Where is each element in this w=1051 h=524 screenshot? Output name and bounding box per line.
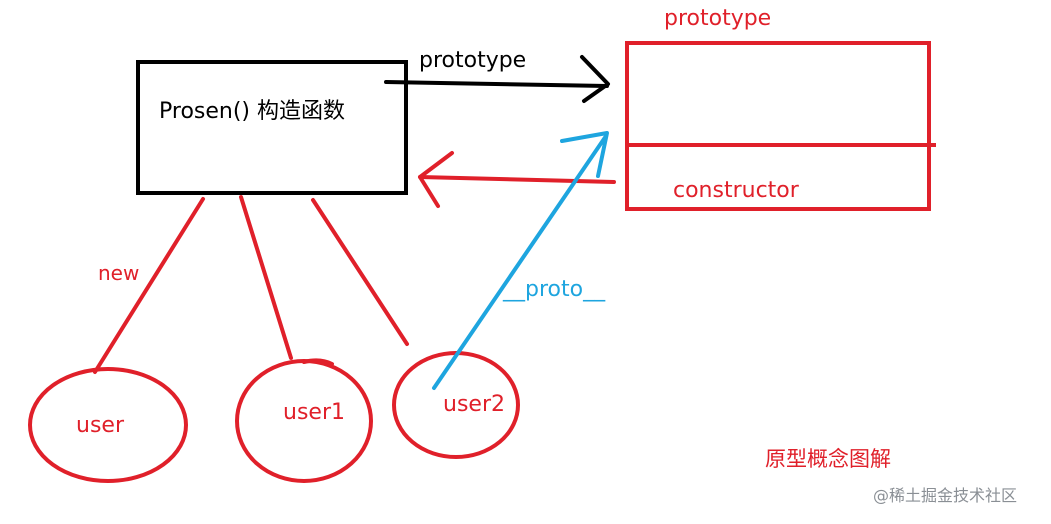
instance-user1-label: user1: [283, 400, 345, 425]
diagram-caption: 原型概念图解: [765, 447, 891, 471]
instance-user-label: user: [76, 413, 124, 438]
instance-user2-label: user2: [443, 392, 505, 417]
new-line-user: [93, 197, 205, 374]
new-label: new: [98, 261, 140, 285]
new-line-user1: [239, 195, 293, 360]
prototype-object-title: prototype: [664, 6, 772, 31]
proto-arrow-head: [560, 131, 609, 178]
constructor-box: [136, 60, 408, 195]
watermark: @稀土掘金技术社区: [873, 486, 1018, 505]
prototype-object-constructor-field: constructor: [673, 178, 799, 203]
new-line-user2: [311, 198, 409, 346]
prototype-arrow-head: [580, 55, 610, 103]
constructor-box-label: Prosen() 构造函数: [159, 99, 346, 124]
proto-arrow-shaft: [432, 134, 608, 390]
constructor-arrow-head: [418, 151, 454, 208]
prototype-arrow-shaft: [384, 80, 609, 88]
prototype-object-box: [625, 41, 931, 211]
proto-arrow-label: __proto__: [503, 277, 606, 302]
constructor-arrow-shaft: [418, 175, 616, 184]
instance-user1-tail: [302, 358, 334, 366]
instance-user-ellipse: [28, 367, 188, 483]
prototype-arrow-label: prototype: [419, 48, 527, 73]
